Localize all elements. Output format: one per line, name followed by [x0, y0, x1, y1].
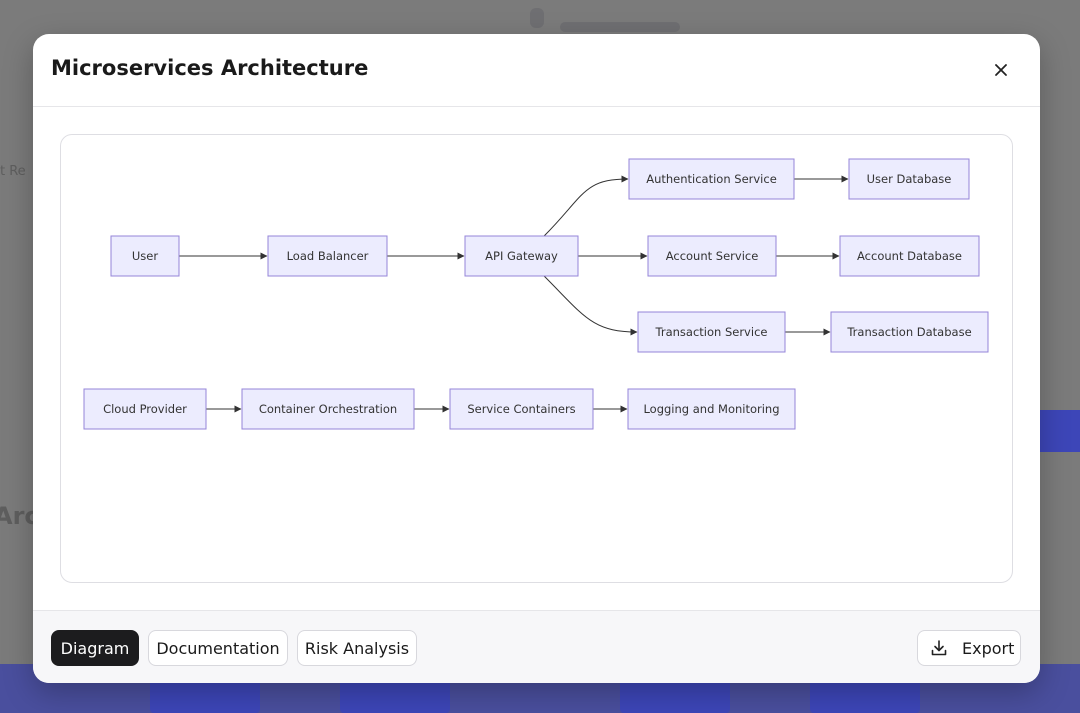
node-acct[interactable]: Account Service — [647, 235, 777, 277]
node-logging[interactable]: Logging and Monitoring — [627, 388, 796, 430]
download-icon — [931, 640, 947, 656]
modal-footer: Diagram Documentation Risk Analysis Expo… — [33, 610, 1040, 683]
architecture-diagram: User Load Balancer API Gateway Authenticati… — [83, 158, 989, 430]
close-button[interactable] — [988, 57, 1014, 83]
edge-gw-to-tx — [543, 275, 638, 336]
node-label: User — [132, 249, 158, 263]
diagram-canvas: User Load Balancer API Gateway Authenticati… — [60, 134, 1013, 583]
node-tx[interactable]: Transaction Service — [637, 311, 786, 353]
node-label: API Gateway — [485, 249, 558, 263]
architecture-modal: Microservices Architecture User Load Bala… — [33, 34, 1040, 683]
node-box — [110, 235, 180, 277]
node-userdb[interactable]: User Database — [848, 158, 970, 200]
tab-documentation[interactable]: Documentation — [148, 630, 288, 666]
close-icon — [995, 64, 1007, 76]
node-auth[interactable]: Authentication Service — [628, 158, 795, 200]
node-gw[interactable]: API Gateway — [464, 235, 579, 277]
node-lb[interactable]: Load Balancer — [267, 235, 388, 277]
tab-risk-analysis[interactable]: Risk Analysis — [297, 630, 417, 666]
background-mark — [530, 8, 544, 28]
node-label: Load Balancer — [287, 249, 369, 263]
edge-gw-to-auth — [543, 175, 629, 237]
background-text-small: t Re — [0, 164, 26, 179]
node-label: Container Orchestration — [259, 402, 397, 416]
node-box — [839, 235, 980, 277]
node-label: Authentication Service — [646, 172, 777, 186]
node-txdb[interactable]: Transaction Database — [830, 311, 989, 353]
node-containers[interactable]: Service Containers — [449, 388, 594, 430]
node-cloud[interactable]: Cloud Provider — [83, 388, 207, 430]
node-label: Transaction Database — [846, 325, 971, 339]
node-orch[interactable]: Container Orchestration — [241, 388, 415, 430]
node-box — [628, 158, 795, 200]
node-acctdb[interactable]: Account Database — [839, 235, 980, 277]
node-box — [830, 311, 989, 353]
node-box — [848, 158, 970, 200]
node-label: Transaction Service — [655, 325, 768, 339]
node-label: User Database — [867, 172, 952, 186]
node-label: Account Service — [666, 249, 759, 263]
node-label: Logging and Monitoring — [643, 402, 779, 416]
node-label: Service Containers — [467, 402, 575, 416]
background-bar — [560, 22, 680, 32]
node-box — [627, 388, 796, 430]
node-box — [464, 235, 579, 277]
tab-diagram[interactable]: Diagram — [51, 630, 139, 666]
export-label: Export — [962, 639, 1015, 658]
node-box — [449, 388, 594, 430]
node-box — [241, 388, 415, 430]
export-button[interactable]: Export — [917, 630, 1021, 666]
node-box — [637, 311, 786, 353]
node-box — [83, 388, 207, 430]
node-label: Account Database — [857, 249, 962, 263]
node-box — [647, 235, 777, 277]
modal-header: Microservices Architecture — [33, 34, 1040, 107]
node-user[interactable]: User — [110, 235, 180, 277]
node-box — [267, 235, 388, 277]
node-label: Cloud Provider — [103, 402, 187, 416]
modal-title: Microservices Architecture — [51, 56, 369, 80]
